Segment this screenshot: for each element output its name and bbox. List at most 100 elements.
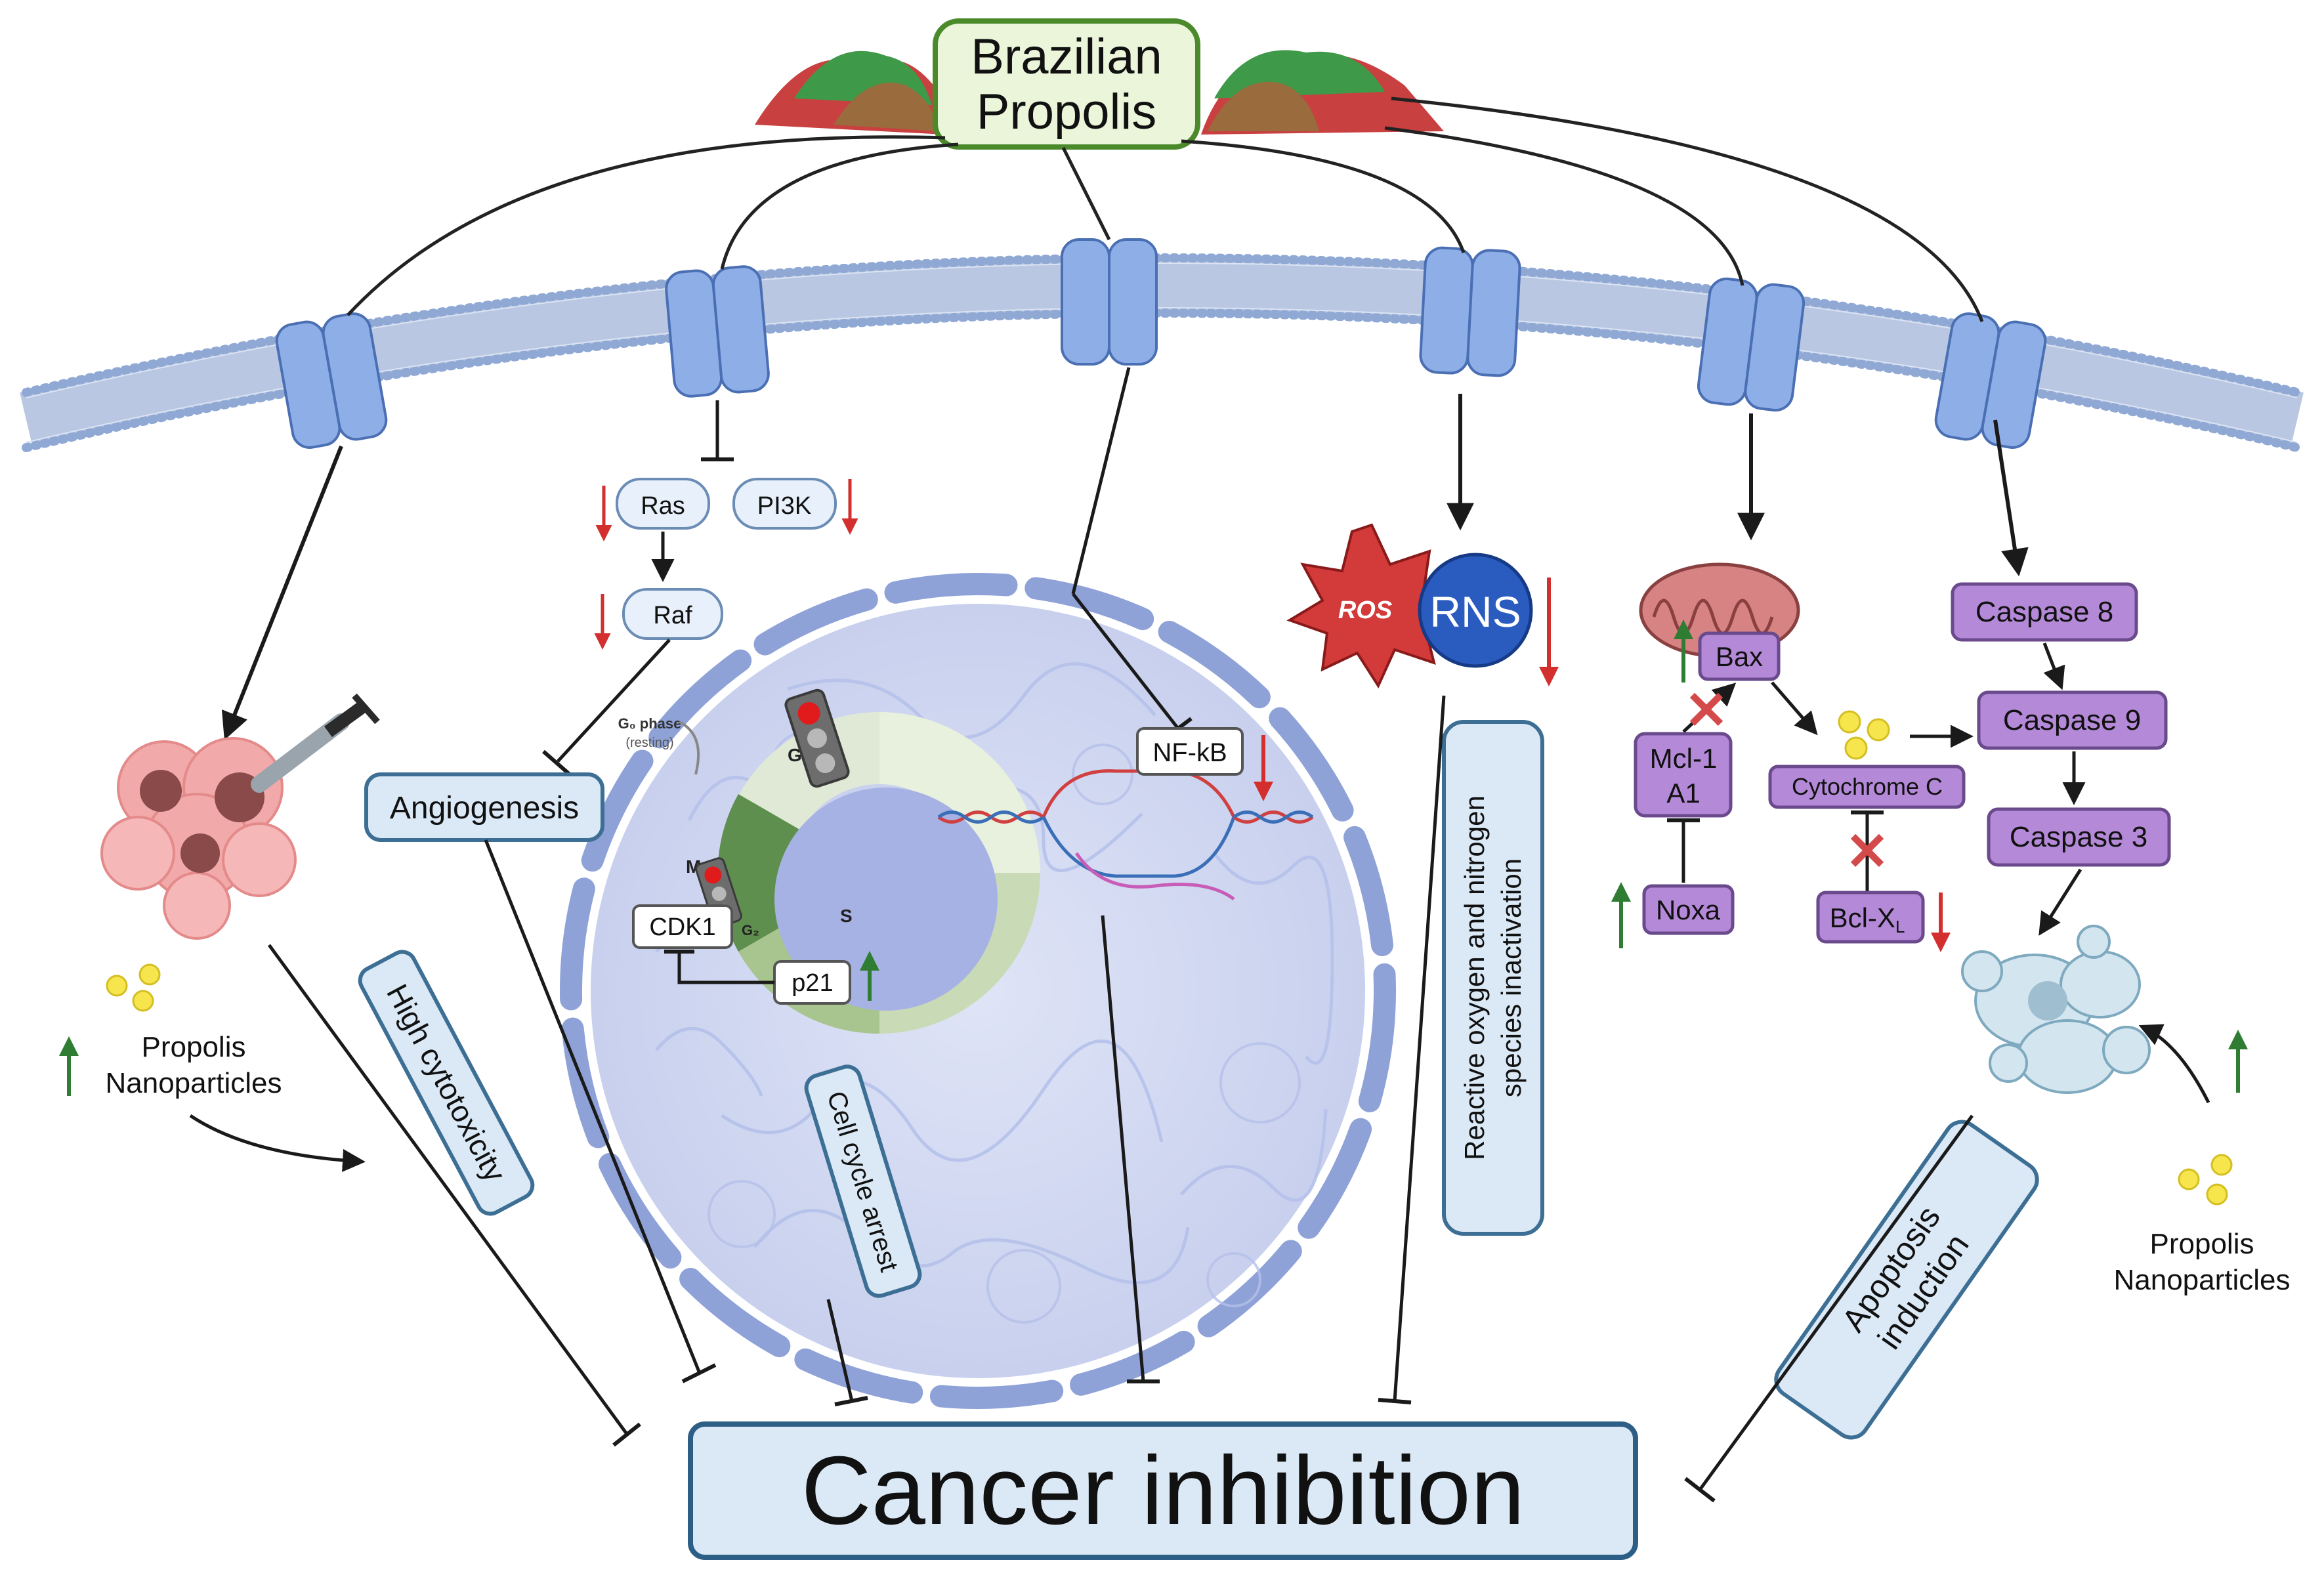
arrow-to-tumor [221, 445, 343, 740]
nanoparticles-center-icon [1838, 710, 1890, 760]
apoptosis-inhibit-line [1698, 1114, 1974, 1491]
apoptotic-cell-icon [1961, 925, 2151, 1094]
nanoparticles-left-icon [106, 963, 161, 1012]
source-title-box: Brazilian Propolis [933, 18, 1200, 150]
caspase9-node: Caspase 9 [1977, 690, 2168, 750]
p21-node: p21 [773, 960, 851, 1005]
cell-cycle-inhibit-line [826, 1299, 854, 1402]
membrane-channel [1419, 246, 1521, 377]
source-title-line1: Brazilian [971, 29, 1162, 85]
cytotoxicity-inhibit-line [267, 944, 629, 1435]
channel-to-caspase8-arrow [1993, 419, 2029, 577]
channel-to-nfkb-line [1071, 367, 1131, 595]
nanoparticles-right-line2: Nanoparticles [2113, 1264, 2290, 1296]
cancer-inhibition-box: Cancer inhibition [688, 1421, 1638, 1560]
bax-node: Bax [1698, 631, 1781, 681]
block-cross-cytochrome-icon: ✕ [1845, 822, 1889, 881]
resting-label: (resting) [625, 736, 673, 750]
traffic-light-icon [784, 688, 850, 788]
angiogenesis-label: Angiogenesis [390, 791, 579, 826]
raf-inhibit-angiogenesis-line [557, 639, 671, 763]
high-cytotoxicity-label: High cytotoxicity [380, 978, 513, 1187]
caspase8-label: Caspase 8 [1975, 596, 2113, 628]
nfkb-node: NF-kB [1136, 727, 1244, 776]
tumor-cluster-icon [100, 737, 297, 940]
cytochrome-c-node: Cytochrome C [1768, 765, 1966, 809]
cdk1-label: CDK1 [649, 914, 715, 941]
caspase8-node: Caspase 8 [1951, 582, 2138, 642]
ros-inhibit-line [1393, 695, 1446, 1402]
dna-strand-icon [937, 769, 1314, 901]
mcl1-line2: A1 [1666, 778, 1700, 809]
ros-inactivation-line1: Reactive oxygen and nitrogen [1459, 795, 1490, 1160]
membrane-channel [1697, 277, 1806, 412]
nanoparticles-right-icon [2178, 1154, 2233, 1206]
syringe-icon [251, 693, 380, 793]
bclxl-label: Bcl-XL [1830, 902, 1905, 936]
ros-inactivation-line2: species inactivation [1496, 858, 1527, 1097]
angiogenesis-box: Angiogenesis [364, 772, 604, 842]
noxa-node: Noxa [1642, 884, 1735, 935]
mcl1-line1: Mcl-1 [1650, 743, 1718, 774]
g0-phase-label: G₀ phase [618, 715, 682, 732]
membrane-channel [1061, 238, 1158, 366]
apoptosis-induction-box: Apoptosis induction [1774, 1120, 2039, 1440]
ros-burst-icon [1286, 523, 1464, 689]
membrane-channel [665, 265, 770, 398]
angiogenesis-inhibit-bar [681, 1363, 717, 1383]
caspase3-node: Caspase 3 [1987, 807, 2171, 867]
pi3k-node: PI3K [732, 478, 837, 530]
cytotoxicity-inhibit-bar [612, 1422, 641, 1447]
cytochrome-c-label: Cytochrome C [1792, 773, 1943, 800]
bax-to-cytochrome-arrow [1771, 681, 1818, 736]
nucleolus [774, 788, 998, 1011]
propolis-pile-right [1201, 50, 1444, 135]
s-label: S [840, 906, 853, 926]
nfkb-inhibit-line [1072, 593, 1179, 730]
caspase3-to-apoptotic-cell-arrow [2039, 868, 2082, 936]
caspase3-label: Caspase 3 [2010, 821, 2147, 853]
nanoparticles-right-line1: Propolis [2150, 1228, 2254, 1260]
nanoparticles-left-line1: Propolis [142, 1031, 246, 1063]
cell-cycle-inhibit-bar [834, 1396, 868, 1406]
source-title-line2: Propolis [977, 84, 1157, 140]
source-connectors [347, 96, 1984, 322]
propolis-pile-left [755, 51, 945, 135]
nfkb-label: NF-kB [1152, 738, 1227, 767]
raf-label: Raf [653, 602, 692, 629]
raf-node: Raf [622, 588, 723, 640]
ros-inhibit-bar [1378, 1398, 1412, 1404]
p21-label: p21 [792, 969, 833, 997]
noxa-label: Noxa [1656, 894, 1721, 925]
caspase9-label: Caspase 9 [2003, 704, 2141, 736]
g0-loop-arrow [679, 721, 700, 775]
ros-label: ROS [1338, 597, 1392, 624]
nanoparticles-left-line2: Nanoparticles [105, 1067, 282, 1099]
mcl1-node: Mcl-1 A1 [1634, 732, 1733, 818]
rns-label: RNS [1429, 587, 1521, 636]
angiogenesis-inhibit-line [484, 839, 701, 1372]
membrane-channel [275, 312, 388, 449]
nanoparticles-to-apoptotic-cell-arrow [2138, 1024, 2210, 1104]
high-cytotoxicity-box: High cytotoxicity [358, 950, 535, 1216]
dna-inhibit-line [1101, 915, 1145, 1382]
mcl1-to-bax-arrow [1682, 683, 1737, 733]
ras-node: Ras [616, 478, 710, 530]
p21-inhibit-cdk1 [677, 952, 774, 984]
pi3k-label: PI3K [757, 492, 811, 520]
ras-label: Ras [641, 492, 685, 520]
cdk1-node: CDK1 [632, 904, 733, 949]
membrane-channel [1934, 312, 2047, 449]
ros-inactivation-box: Reactive oxygen and nitrogen species ina… [1442, 720, 1544, 1236]
caspase8-to-caspase9-arrow [2042, 642, 2065, 690]
nanoparticles-to-cytotoxicity-arrow [189, 1114, 366, 1172]
raf-inhibit-bar [542, 749, 571, 776]
bax-label: Bax [1716, 641, 1763, 672]
block-cross-bax-icon: ✕ [1684, 681, 1728, 740]
apoptosis-inhibit-bar [1684, 1477, 1716, 1503]
g2-label: G₂ [742, 922, 759, 938]
bclxl-node: Bcl-XL [1816, 891, 1925, 944]
cancer-inhibition-label: Cancer inhibition [801, 1437, 1525, 1545]
rns-circle-icon [1418, 553, 1533, 668]
